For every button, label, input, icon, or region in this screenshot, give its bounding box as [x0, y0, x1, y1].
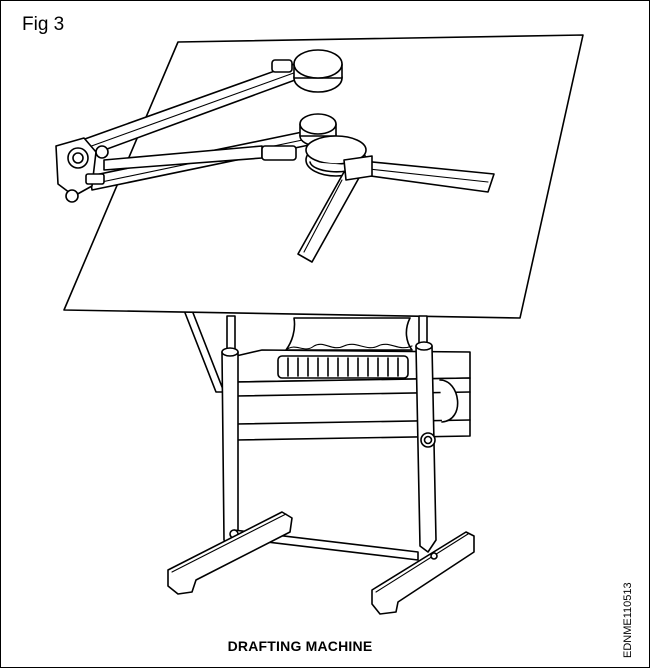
- left-leg: [221, 315, 239, 549]
- right-leg: [415, 315, 437, 553]
- upper-elbow-joint: [271, 49, 343, 93]
- right-foot: [371, 531, 475, 615]
- stand-tray: [235, 349, 471, 441]
- figure-caption: DRAFTING MACHINE: [227, 638, 373, 654]
- left-foot: [167, 511, 293, 595]
- figure-number-label: Fig 3: [22, 14, 65, 35]
- paper-roll: [285, 317, 413, 351]
- rear-brace: [179, 299, 225, 393]
- figure-code: EDNME110513: [622, 582, 634, 658]
- scale-holder: [343, 155, 373, 181]
- board-clamp: [55, 137, 109, 203]
